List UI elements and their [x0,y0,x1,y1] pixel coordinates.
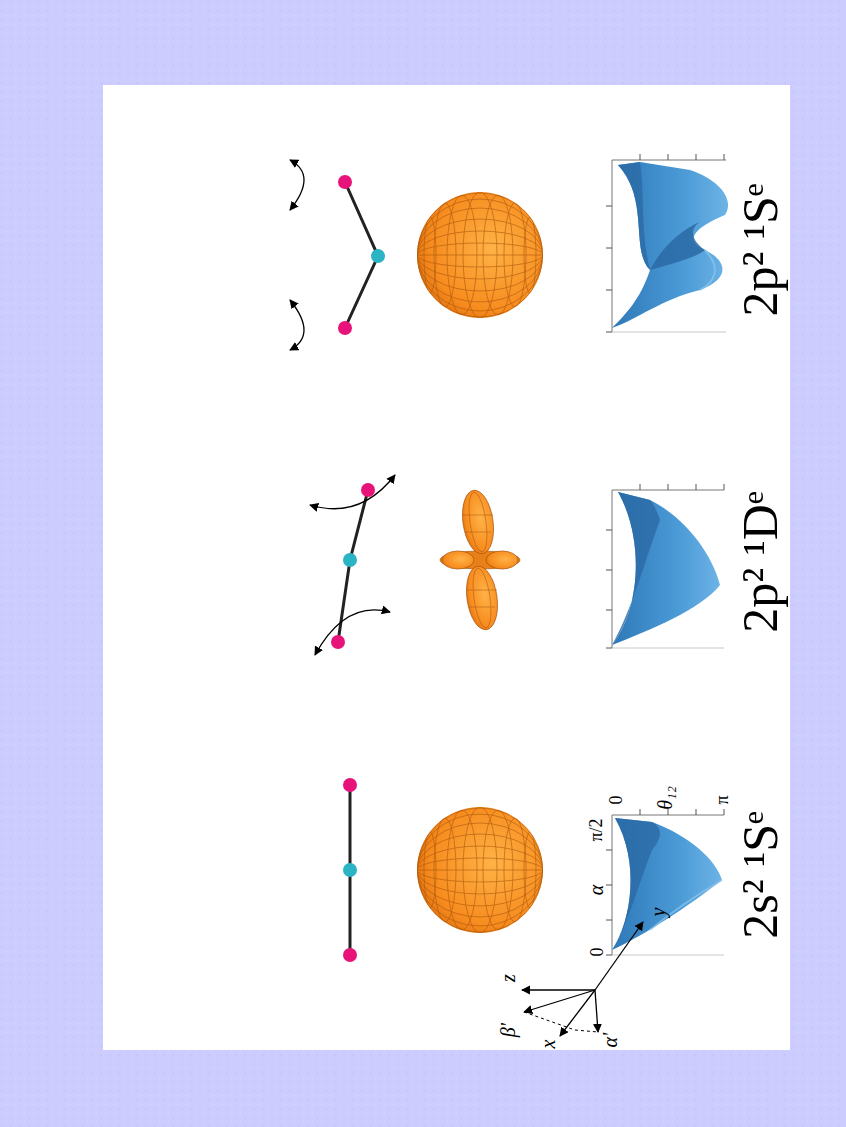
orbital-sphere [417,192,543,318]
axis-label: y [648,908,668,917]
molecule-bent [290,160,385,350]
surface-plot [606,809,724,955]
state-title: 2p² ¹Dᵉ [735,491,785,632]
axis-tick-label: π [713,795,731,804]
coordinate-axes [522,922,643,1036]
axis-label: θ₁₂ [655,786,675,810]
orbital-sphere [417,807,543,933]
axis-label: z [498,974,518,982]
axis-label: α' [600,1033,620,1048]
axis-tick-label: 0 [587,948,605,957]
figure-panel [103,85,790,1050]
surface-plot [606,154,728,332]
state-title: 2p² ¹Sᵉ [735,183,785,316]
axis-label: x [538,1040,558,1049]
molecule-rotating [310,475,395,655]
axis-label: β' [498,1023,518,1037]
axis-label: α [586,885,606,896]
d-orbital [440,488,520,632]
surface-plot [606,484,724,648]
axis-tick-label: 0 [606,796,624,805]
molecule-linear [343,778,357,962]
axis-tick-label: π/2 [587,818,605,841]
state-title: 2s² ¹Sᵉ [735,811,785,939]
